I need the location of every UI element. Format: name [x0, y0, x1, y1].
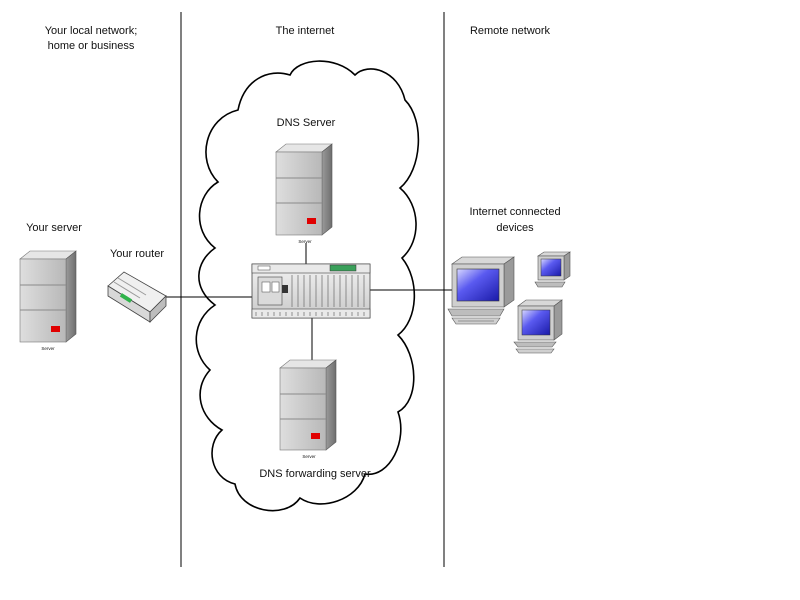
your-server-label: Your server — [26, 222, 82, 234]
computer-icon-medium — [513, 299, 563, 354]
zone-local-label-line2: home or business — [48, 40, 135, 52]
dns-server-label: DNS Server — [277, 117, 336, 129]
network-rack-icon — [251, 263, 371, 319]
zone-internet-label: The internet — [276, 25, 335, 37]
zone-local-label-line1: Your local network; — [45, 25, 138, 37]
internet-devices-label-line2: devices — [496, 222, 534, 234]
computer-icon-small — [534, 251, 571, 288]
dns-forwarding-server-caption: Server — [302, 454, 316, 459]
dns-forwarding-server-icon — [279, 359, 337, 451]
dns-server-caption: Server — [298, 239, 312, 244]
dns-server-icon — [275, 143, 333, 236]
your-server-caption: Server — [41, 346, 55, 351]
computer-icon-large — [447, 256, 515, 325]
internet-devices-label-line1: Internet connected — [469, 206, 560, 218]
router-icon — [107, 271, 167, 323]
your-server-icon — [19, 250, 77, 343]
your-router-label: Your router — [110, 248, 164, 260]
dns-forwarding-server-label: DNS forwarding server — [259, 468, 371, 480]
zone-remote-label: Remote network — [470, 25, 551, 37]
